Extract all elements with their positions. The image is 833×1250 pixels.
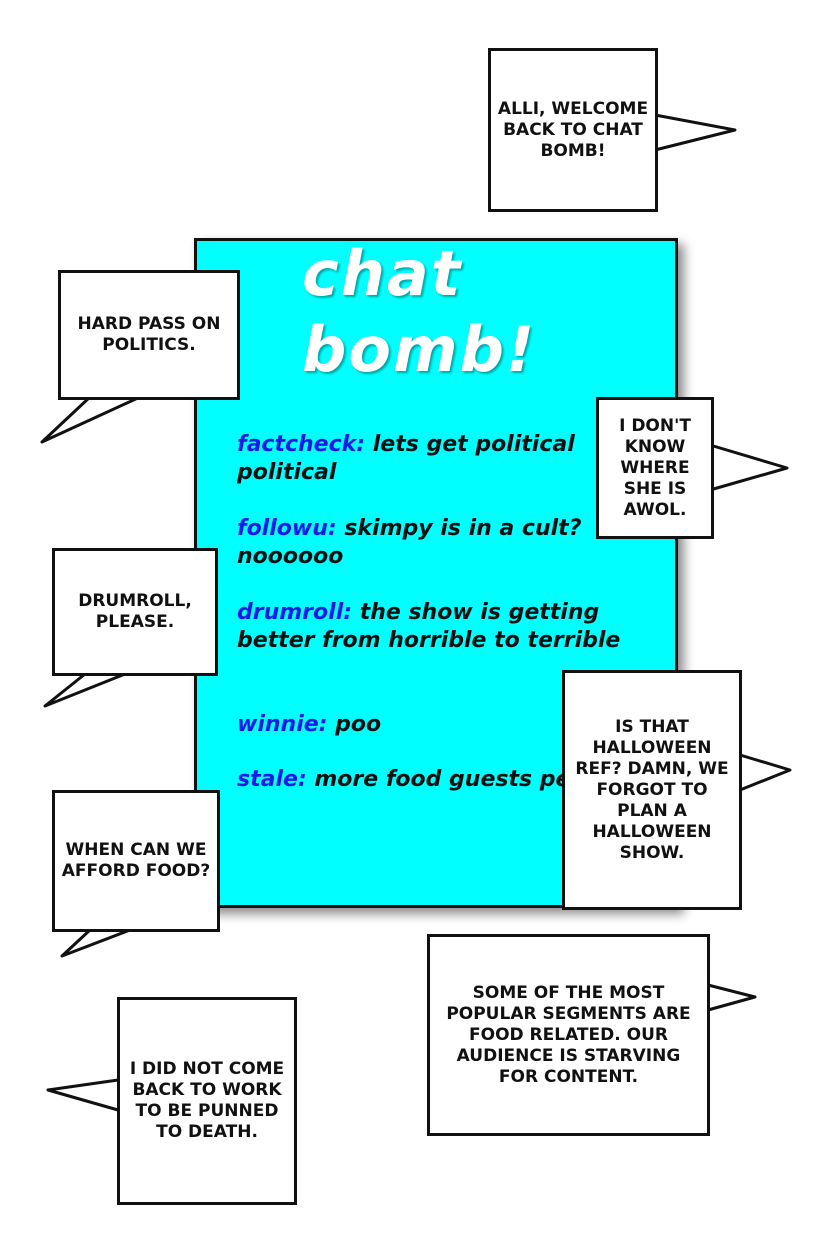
speech-bubble-drumroll: Drumroll, please. [52, 548, 218, 676]
chat-message: winnie: poo [237, 711, 657, 739]
chat-username: drumroll: [237, 600, 353, 625]
chat-message: drumroll: the show is getting better fro… [237, 599, 657, 655]
speech-bubble-dont-know: I don't know where she is AWOL. [596, 397, 714, 539]
speech-bubble-welcome: Alli, welcome back to chat bomb! [488, 48, 658, 212]
speech-bubble-food-segments: Some of the most popular segments are fo… [427, 934, 710, 1136]
chat-title-line2: bomb! [302, 313, 537, 386]
chat-text: lets get political political [237, 432, 575, 485]
chat-bomb-panel: chat bomb! factcheck: lets get political… [194, 237, 678, 908]
chat-username: factcheck: [237, 432, 366, 457]
chat-text: the show is getting better from horrible… [237, 600, 621, 653]
chat-username: stale: [237, 767, 307, 792]
chat-username: winnie: [237, 712, 328, 737]
speech-bubble-halloween: Is that Halloween ref? Damn, we forgot t… [562, 670, 742, 910]
chat-title-line1: chat [302, 237, 463, 310]
speech-bubble-hard-pass: Hard pass on politics. [58, 270, 240, 400]
chat-username: followu: [237, 516, 337, 541]
chat-message: factcheck: lets get political political [237, 431, 657, 487]
chat-message: followu: skimpy is in a cult? noooooo [237, 515, 657, 571]
chat-text: skimpy is in a cult? noooooo [237, 516, 582, 569]
speech-bubble-punned: I did not come back to work to be punned… [117, 997, 297, 1205]
chat-text: poo [327, 712, 382, 737]
speech-bubble-afford-food: When can we afford food? [52, 790, 220, 932]
